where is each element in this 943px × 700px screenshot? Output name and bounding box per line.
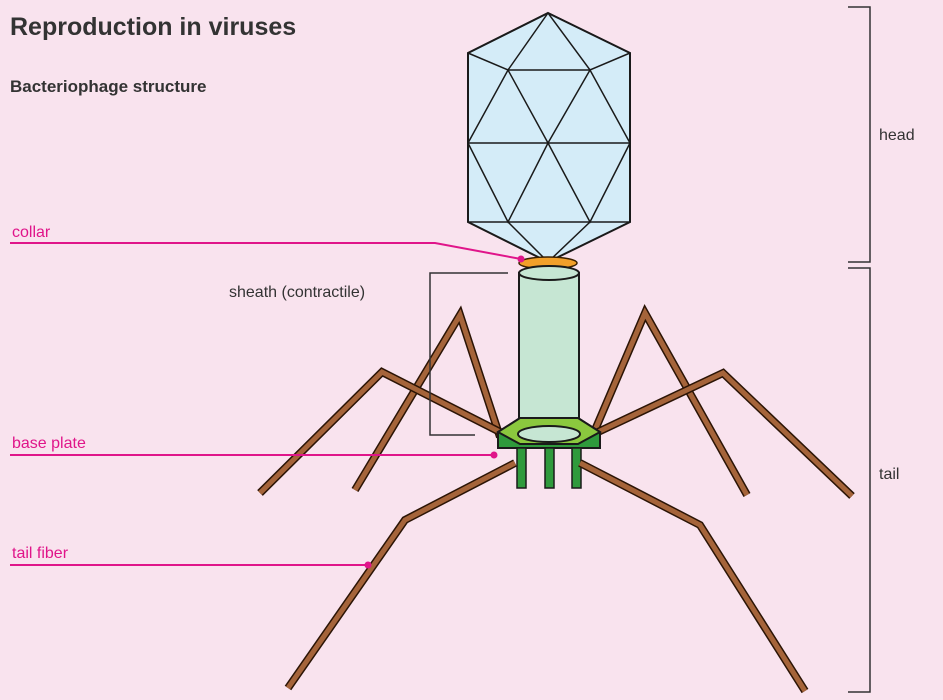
tail-fibers-front <box>288 463 805 691</box>
tail-fiber-label: tail fiber <box>12 545 69 562</box>
tail-fiber-front-right <box>580 463 805 691</box>
tail-label: tail <box>879 466 899 483</box>
tail-fiber-back-left-2 <box>260 372 500 493</box>
base-plate-pin <box>572 448 581 488</box>
base-plate-leader-dot <box>491 452 498 459</box>
diagram-subtitle: Bacteriophage structure <box>10 77 207 96</box>
capsid-outline <box>468 13 630 262</box>
tail-fiber-back-right-2 <box>598 373 852 496</box>
tail-fiber-back-left-1 <box>355 315 500 490</box>
sheath <box>519 266 579 433</box>
base-plate-pin <box>517 448 526 488</box>
head-bracket <box>848 7 870 262</box>
collar-label: collar <box>12 224 51 241</box>
head-label: head <box>879 127 915 144</box>
capsid-head <box>468 13 630 262</box>
tail-fiber-back-right-1 <box>592 313 747 495</box>
tail-fiber-leader-dot <box>365 562 372 569</box>
base-plate-pin <box>545 448 554 488</box>
base-plate-label: base plate <box>12 435 86 452</box>
tail-fiber-front-left <box>288 463 515 688</box>
base-plate <box>498 418 600 488</box>
collar-leader-dot <box>518 256 525 263</box>
sheath-label: sheath (contractile) <box>229 284 365 301</box>
tail-bracket <box>848 268 870 692</box>
collar-leader-line <box>10 243 521 259</box>
page-title: Reproduction in viruses <box>10 13 296 41</box>
